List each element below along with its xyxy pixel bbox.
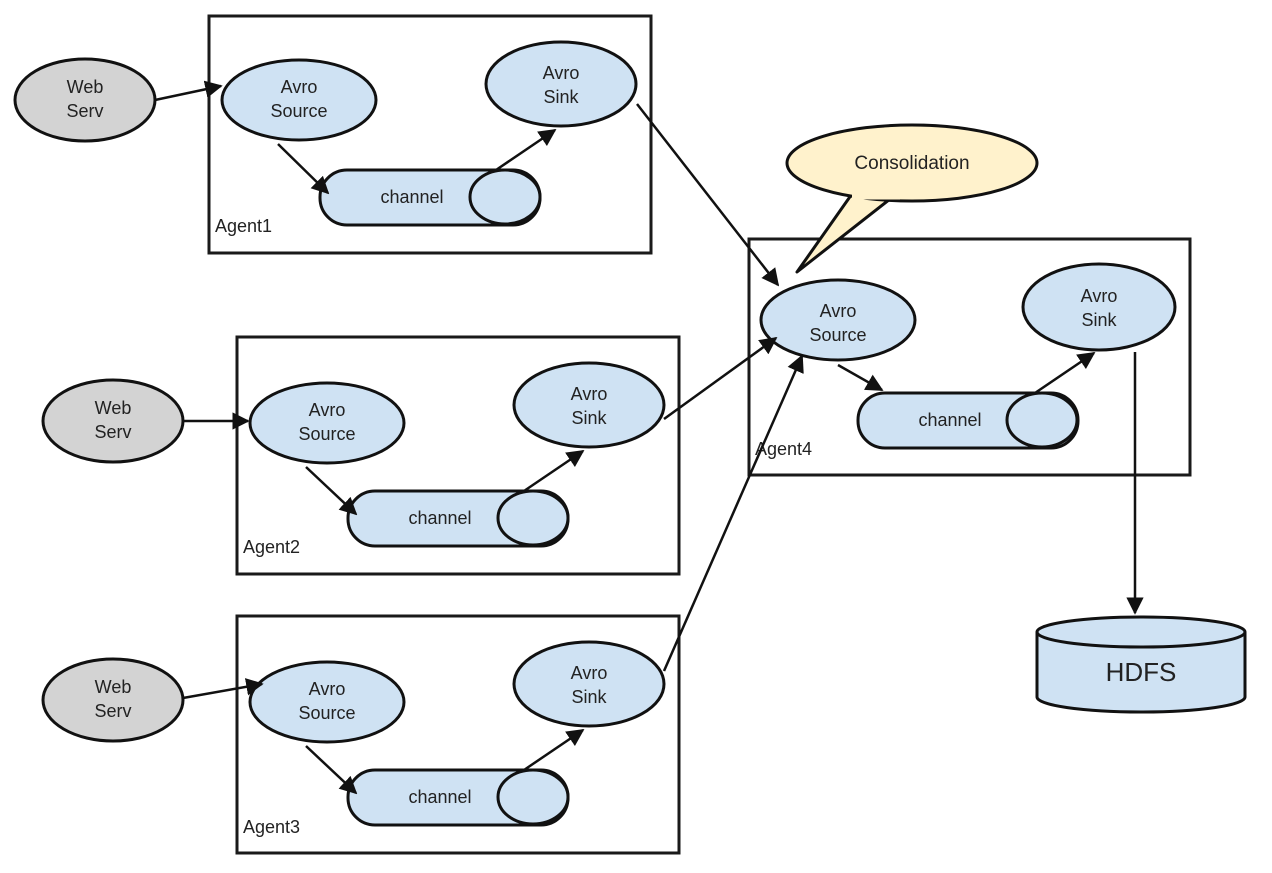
- agent2-source-to-channel-arrow: [305, 466, 358, 516]
- agent1-group: Agent1 Avro Source Avro Sink channel: [207, 14, 653, 255]
- agent2-sink-line2: Sink: [571, 408, 607, 428]
- agent1-channel-to-sink-arrow: [495, 128, 557, 172]
- agent3-label: Agent3: [243, 817, 300, 837]
- web-serv-1-node[interactable]: [13, 57, 157, 143]
- agent3-channel-label: channel: [408, 787, 471, 807]
- agent4-source-line1: Avro: [820, 301, 857, 321]
- agent1-label: Agent1: [215, 216, 272, 236]
- agent2-sink-line1: Avro: [571, 384, 608, 404]
- agent4-channel-label: channel: [918, 410, 981, 430]
- agent1-avro-sink[interactable]: [484, 40, 638, 128]
- callout-text: Consolidation: [854, 153, 969, 174]
- agent3-sink-line1: Avro: [571, 663, 608, 683]
- agent4-channel-to-sink-arrow: [1034, 351, 1096, 395]
- agent4-source-to-channel-arrow: [837, 363, 884, 392]
- agent1-sink-line2: Sink: [543, 87, 579, 107]
- web-serv-3: Web Serv: [41, 657, 185, 743]
- agent1-source-line1: Avro: [281, 77, 318, 97]
- agent2-group: Agent2 Avro Source Avro Sink channel: [235, 335, 681, 576]
- agent3-avro-sink[interactable]: [512, 640, 666, 728]
- agent2-label: Agent2: [243, 537, 300, 557]
- agent3-group: Agent3 Avro Source Avro Sink channel: [235, 614, 681, 855]
- agent2-channel-end: [496, 489, 570, 547]
- agent1-channel-label: channel: [380, 187, 443, 207]
- agent4-label: Agent4: [755, 439, 812, 459]
- agent3-source-line1: Avro: [309, 679, 346, 699]
- agent3-source-to-channel-arrow: [305, 745, 358, 795]
- agent4-avro-source[interactable]: [759, 278, 917, 362]
- agent2-source-line2: Source: [298, 424, 355, 444]
- agent4-sink-line1: Avro: [1081, 286, 1118, 306]
- agent3-sink-to-agent4-arrow: [662, 354, 804, 672]
- web-serv-1-line1: Web: [67, 77, 104, 97]
- agent4-source-line2: Source: [809, 325, 866, 345]
- consolidation-callout: Consolidation: [785, 123, 1039, 274]
- hdfs-storage: HDFS: [1035, 615, 1247, 714]
- web-serv-3-line2: Serv: [94, 701, 131, 721]
- agent2-channel-label: channel: [408, 508, 471, 528]
- agent1-box: [207, 14, 653, 255]
- callout-pointer: [795, 189, 901, 274]
- agent3-channel-to-sink-arrow: [523, 728, 585, 772]
- agent2-sink-to-agent4-arrow: [663, 336, 778, 421]
- web-serv-2-node[interactable]: [41, 378, 185, 464]
- web-serv-3-to-agent3-arrow: [182, 678, 264, 700]
- web-serv-3-node[interactable]: [41, 657, 185, 743]
- agent3-channel-end: [496, 768, 570, 826]
- agent3-box: [235, 614, 681, 855]
- agent4-avro-sink[interactable]: [1021, 262, 1177, 352]
- hdfs-cylinder-top: [1035, 615, 1247, 649]
- web-serv-1: Web Serv: [13, 57, 157, 143]
- agent3-sink-line2: Sink: [571, 687, 607, 707]
- agent1-sink-line1: Avro: [543, 63, 580, 83]
- agent1-avro-source[interactable]: [220, 58, 378, 142]
- agent2-avro-sink[interactable]: [512, 361, 666, 449]
- hdfs-cylinder-body[interactable]: [1035, 632, 1247, 714]
- web-serv-3-line1: Web: [95, 677, 132, 697]
- web-serv-1-to-agent1-arrow: [154, 80, 223, 102]
- web-serv-2-line1: Web: [95, 398, 132, 418]
- agent1-source-line2: Source: [270, 101, 327, 121]
- agent4-sink-line2: Sink: [1081, 310, 1117, 330]
- agent4-group: Agent4 Avro Source Avro Sink channel: [747, 237, 1192, 477]
- agent2-avro-source[interactable]: [248, 381, 406, 465]
- agent3-source-line2: Source: [298, 703, 355, 723]
- agent4-channel-end: [1005, 391, 1079, 449]
- agent2-channel-to-sink-arrow: [523, 449, 585, 493]
- agent3-avro-source[interactable]: [248, 660, 406, 744]
- web-serv-2: Web Serv: [41, 378, 185, 464]
- web-serv-2-line2: Serv: [94, 422, 131, 442]
- agent2-source-line1: Avro: [309, 400, 346, 420]
- agent1-source-to-channel-arrow: [277, 143, 330, 195]
- callout-bubble: [785, 123, 1039, 203]
- agent2-box: [235, 335, 681, 576]
- web-serv-1-line2: Serv: [66, 101, 103, 121]
- agent1-sink-to-agent4-arrow: [636, 103, 780, 287]
- hdfs-label: HDFS: [1106, 657, 1177, 687]
- agent1-channel-end: [468, 168, 542, 226]
